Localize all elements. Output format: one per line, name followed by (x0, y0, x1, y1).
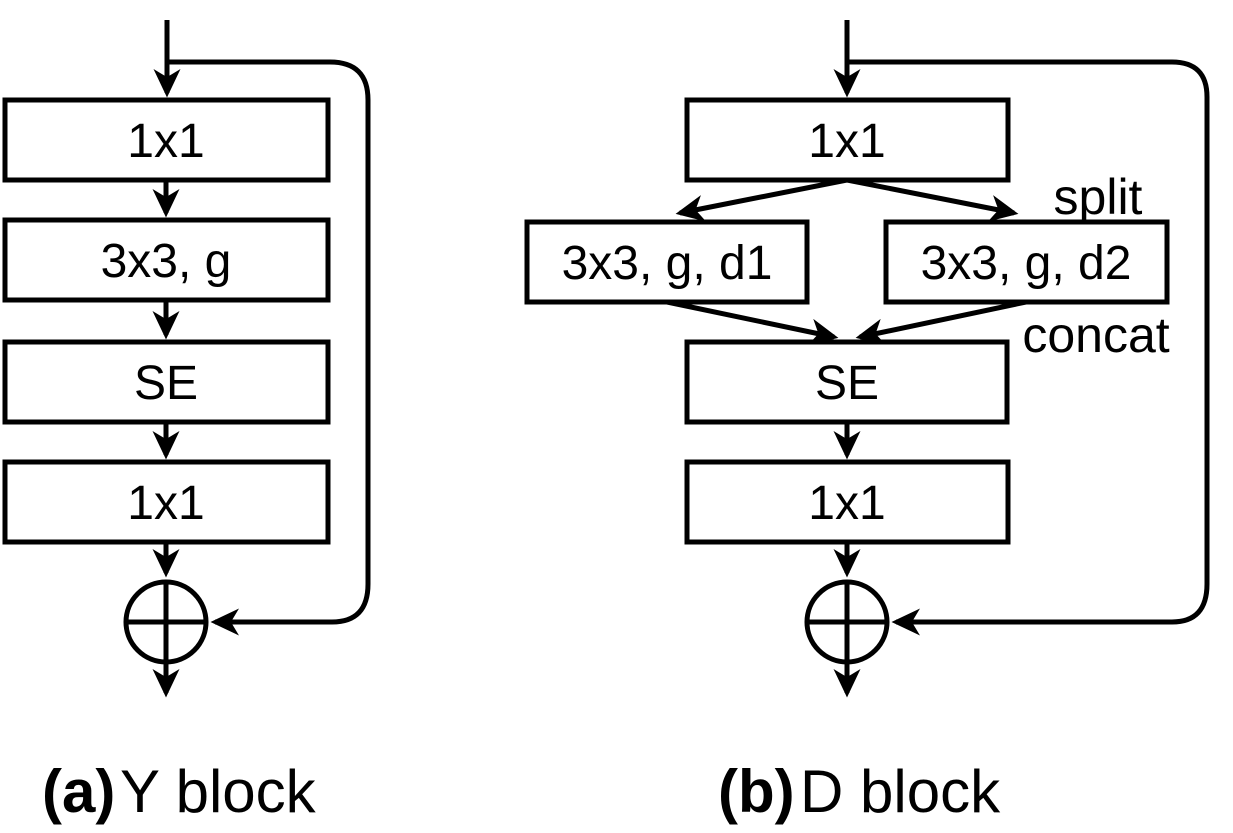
y-conv3x3-box (2, 217, 331, 303)
diagram-y-block: 1x1 3x3, g SE 1x1 (2, 20, 371, 825)
d-conv1x1-bottom-label: 1x1 (808, 477, 885, 530)
d-skip-connection-arrow (847, 59, 1210, 636)
y-caption-index: (a) (42, 758, 115, 825)
d-branch1-box (524, 219, 810, 305)
d-branch2-box (883, 219, 1170, 305)
y-conv1x1-bottom-box (2, 459, 331, 545)
y-caption-text: Y block (120, 758, 317, 825)
y-conv3x3-label: 3x3, g (101, 235, 232, 288)
d-split-arrow-right (846, 177, 1019, 222)
d-caption: (b) D block (718, 758, 1001, 825)
d-concat-label: concat (1022, 307, 1169, 363)
d-se-label: SE (815, 357, 879, 410)
y-caption: (a) Y block (42, 758, 317, 825)
y-sum-node (123, 579, 209, 665)
y-conv1x1-bottom-label: 1x1 (127, 477, 204, 530)
d-split-label: split (1054, 169, 1143, 225)
d-split-arrow-left (675, 177, 848, 222)
d-concat-arrow-right (855, 299, 1027, 346)
diagram-d-block: 1x1 split 3x3, g, d1 3x3, g, d2 concat S… (524, 20, 1210, 825)
d-conv1x1-top-label: 1x1 (808, 115, 885, 168)
d-branch1-label: 3x3, g, d1 (562, 237, 773, 290)
d-concat-arrow-left (666, 299, 839, 346)
d-se-box (684, 339, 1010, 425)
d-caption-index: (b) (718, 758, 795, 825)
d-sum-node (804, 579, 890, 665)
y-conv1x1-top-label: 1x1 (127, 115, 204, 168)
d-caption-text: D block (800, 758, 1001, 825)
y-se-box (2, 339, 331, 425)
y-conv1x1-top-box (2, 97, 331, 183)
d-conv1x1-top-box (684, 97, 1011, 183)
y-se-label: SE (134, 357, 198, 410)
y-skip-connection-arrow (167, 59, 371, 636)
d-branch2-label: 3x3, g, d2 (921, 237, 1132, 290)
